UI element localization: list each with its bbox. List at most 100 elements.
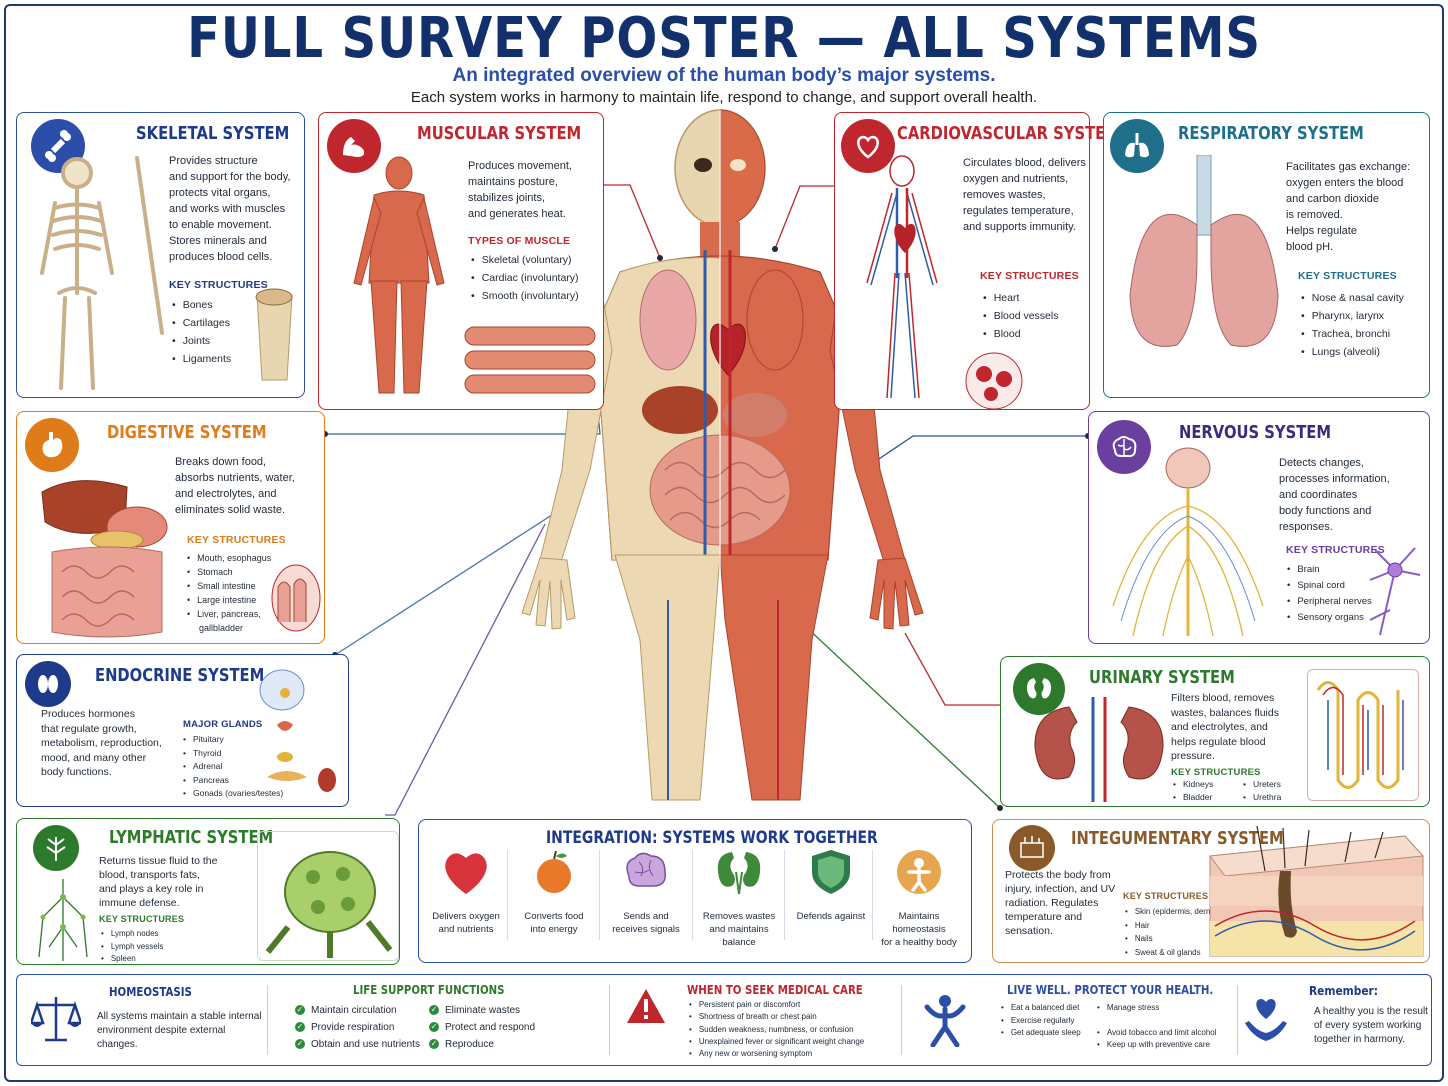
digestive-structures: Mouth, esophagusStomachSmall intestineLa… [187,551,271,635]
nervous-connector [869,435,1088,466]
integration-panel: INTEGRATION: SYSTEMS WORK TOGETHER Deliv… [418,819,972,963]
digestive-illustration [41,480,168,638]
medical-care-section: WHEN TO SEEK MEDICAL CARE Persistent pai… [617,975,907,1065]
skeletal-key-label: KEY STRUCTURES [169,279,268,291]
integumentary-title: INTEGUMENTARY SYSTEM [1071,828,1284,849]
shield-icon [786,848,876,910]
muscle-types: Skeletal (voluntary)Cardiac (involuntary… [471,251,579,305]
hands-heart-icon [1245,999,1287,1041]
muscle-figure-illustration [353,156,445,394]
life-support-section: LIFE SUPPORT FUNCTIONS ✓Maintain circula… [279,975,629,1065]
live-well-right: Manage stressAvoid tobacco and limit alc… [1097,1002,1217,1052]
integration-item-label: into energy [530,924,578,935]
skeleton-illustration [40,156,164,390]
brain-icon [1097,420,1151,474]
skeletal-title: SKELETAL SYSTEM [136,123,290,144]
person-icon [874,848,964,910]
lymph-node-frame [257,831,399,961]
glands-illustration [259,669,336,792]
skeletal-structures: BonesCartilagesJointsLigaments [172,296,231,368]
muscle-fiber-illustration [464,326,596,394]
nephron-frame [1307,669,1419,801]
poster-frame [4,4,1444,1082]
cardio-connector [774,185,837,250]
endocrine-connector [334,501,573,656]
live-well-title: LIVE WELL. PROTECT YOUR HEALTH. [1007,983,1214,997]
integration-item-label: receives signals [612,924,680,935]
integration-item-label: Maintains homeostasis [892,911,946,935]
skin-cross-section-illustration [1209,826,1425,957]
lymph-vessels-illustration [38,879,88,961]
integration-item-label: and maintains [709,924,769,935]
respiratory-title: RESPIRATORY SYSTEM [1178,123,1364,144]
respiratory-structures: Nose & nasal cavityPharynx, larynxTrache… [1301,289,1404,361]
respiratory-description: Facilitates gas exchange:oxygen enters t… [1286,161,1411,253]
kidneys-illustration [1034,697,1164,802]
homeostasis-title: HOMEOSTASIS [109,985,192,999]
skin-icon [1009,825,1055,871]
integration-item-label: Sends and [623,911,669,922]
heart-icon [421,848,511,910]
lungs-icon [1110,119,1164,173]
integration-item-label: Defends against [796,911,866,922]
stomach-icon [25,418,79,472]
digestive-panel: DIGESTIVE SYSTEM Breaks down food,absorb… [16,411,325,644]
integration-item-label: Converts food [524,911,584,922]
integumentary-key-label: KEY STRUCTURES [1123,891,1209,901]
integration-item-label: and nutrients [438,924,494,935]
urinary-title: URINARY SYSTEM [1089,667,1235,688]
bone-cross-section [255,288,293,381]
nervous-system-illustration [1112,447,1264,637]
poster-title: FULL SURVEY POSTER — ALL SYSTEMS [187,6,1261,71]
urinary-connector [904,632,1000,706]
integration-item: Sends and receives signals [601,848,691,936]
endocrine-glands: PituitaryThyroidAdrenalPancreasGonads (o… [183,733,283,801]
integration-item: Converts food into energy [509,848,599,936]
urinary-key-label: KEY STRUCTURES [1171,767,1261,778]
integumentary-connector [789,611,1001,809]
life-support-right: ✓Eliminate wastes ✓Protect and respond ✓… [429,1005,536,1050]
integration-item-label: Removes wastes [702,911,776,922]
lymph-node-illustration [265,851,393,958]
nervous-structures: BrainSpinal cordPeripheral nervesSensory… [1287,562,1371,626]
integration-item: Delivers oxygen and nutrients [421,848,511,936]
live-well-left: Eat a balanced dietExercise regularlyGet… [1001,1002,1081,1040]
muscular-panel: MUSCULAR SYSTEM Produces movement,mainta… [318,112,604,410]
cardiovascular-title: CARDIOVASCULAR SYSTEM [897,123,1120,144]
poster-tagline: Each system works in harmony to maintain… [410,89,1038,106]
homeostasis-section: HOMEOSTASIS All systems maintain a stabl… [17,975,267,1065]
integration-item: Defends against [786,848,876,923]
bone-icon [31,119,85,173]
lungs-illustration [1129,155,1279,347]
warning-icon [627,989,665,1023]
brain-icon [601,848,691,910]
integration-item-label: balance [722,937,756,948]
respiratory-key-label: KEY STRUCTURES [1298,270,1397,282]
endocrine-key-label: MAJOR GLANDS [183,719,263,730]
neuron-illustration [1369,547,1421,636]
integumentary-structures: Skin (epidermis, dermis)HairNailsSweat &… [1125,905,1221,959]
live-well-section: LIVE WELL. PROTECT YOUR HEALTH. Eat a ba… [909,975,1239,1065]
nephron-illustration [1316,681,1404,789]
nervous-title: NERVOUS SYSTEM [1179,422,1332,443]
lymphatic-title: LYMPHATIC SYSTEM [109,827,274,848]
apple-icon [509,848,599,910]
lymphatic-connector [385,523,546,816]
integration-item-label: Delivers oxygen [432,911,500,922]
lymph-icon [33,825,79,871]
kidneys-icon [1013,663,1065,715]
nervous-description: Detects changes,processes information,an… [1279,457,1390,533]
urinary-structures-right: UretersUrethra [1243,778,1281,804]
lymphatic-structures: Lymph nodesLymph vesselsSpleen [101,928,164,966]
medical-care-title: WHEN TO SEEK MEDICAL CARE [687,983,863,997]
circulation-illustration [866,155,938,399]
integumentary-panel: INTEGUMENTARY SYSTEM Protects the body f… [992,819,1430,963]
